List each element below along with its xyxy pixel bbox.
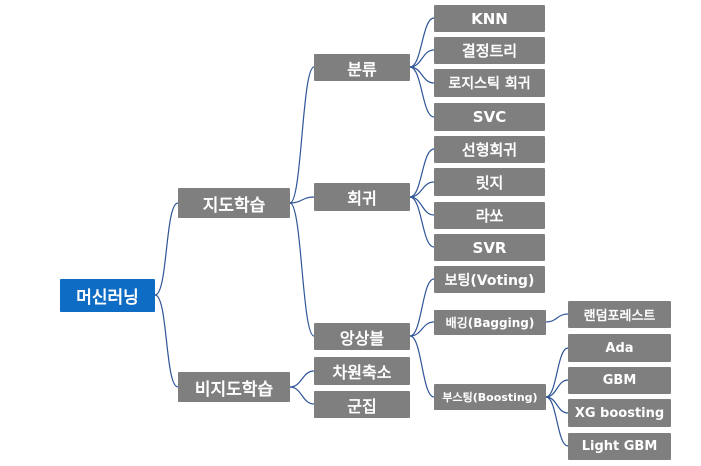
connector-boosting-gbm [545,379,569,398]
node-machine-learning: 머신러닝 [60,279,155,312]
node-logistic-regression: 로지스틱 회귀 [434,69,545,97]
node-unsupervised-learning: 비지도학습 [178,372,290,402]
node-clustering: 군집 [314,391,410,418]
node-random-forest: 랜덤포레스트 [568,301,671,328]
connector-ensemble-boosting [409,335,435,398]
connector-classification-knn [409,17,435,68]
node-lasso: 라쏘 [434,202,545,229]
node-linear-regression: 선형회귀 [434,136,545,163]
node-bagging: 배깅(Bagging) [434,310,546,335]
node-ridge: 릿지 [434,168,545,196]
node-ada: Ada [568,334,671,362]
connector-root-unsupervised [154,294,179,388]
node-classification: 분류 [314,54,410,81]
node-light-gbm: Light GBM [568,433,671,460]
connector-ensemble-voting [409,278,435,337]
connector-regression-linear [409,148,435,198]
connector-classification-tree [409,49,435,68]
connector-regression-lasso [409,196,435,216]
node-ensemble: 앙상블 [314,323,410,350]
connector-regression-svr [409,196,435,248]
connector-bagging-randomforest [545,313,569,323]
node-gbm: GBM [568,367,671,394]
node-decision-tree: 결정트리 [434,37,545,64]
node-knn: KNN [434,5,545,32]
connector-regression-ridge [409,181,435,198]
connector-root-supervised [154,202,179,296]
node-dimensionality-reduction: 차원축소 [314,357,410,385]
node-regression: 회귀 [314,183,410,211]
node-voting: 보팅(Voting) [434,266,545,293]
connector-boosting-ada [545,347,569,398]
connector-supervised-regression [289,196,315,204]
connector-supervised-ensemble [289,202,315,337]
connector-unsupervised-clustering [289,386,315,405]
connector-ensemble-bagging [409,321,435,337]
node-boosting: 부스팅(Boosting) [434,384,546,410]
node-xg-boosting: XG boosting [568,399,671,427]
node-supervised-learning: 지도학습 [178,188,290,218]
node-svc: SVC [434,103,545,131]
connector-supervised-classification [289,66,315,204]
node-svr: SVR [434,234,545,261]
connector-classification-svc [409,66,435,118]
connector-unsupervised-dimreduction [289,370,315,388]
connector-boosting-lightgbm [545,396,569,447]
